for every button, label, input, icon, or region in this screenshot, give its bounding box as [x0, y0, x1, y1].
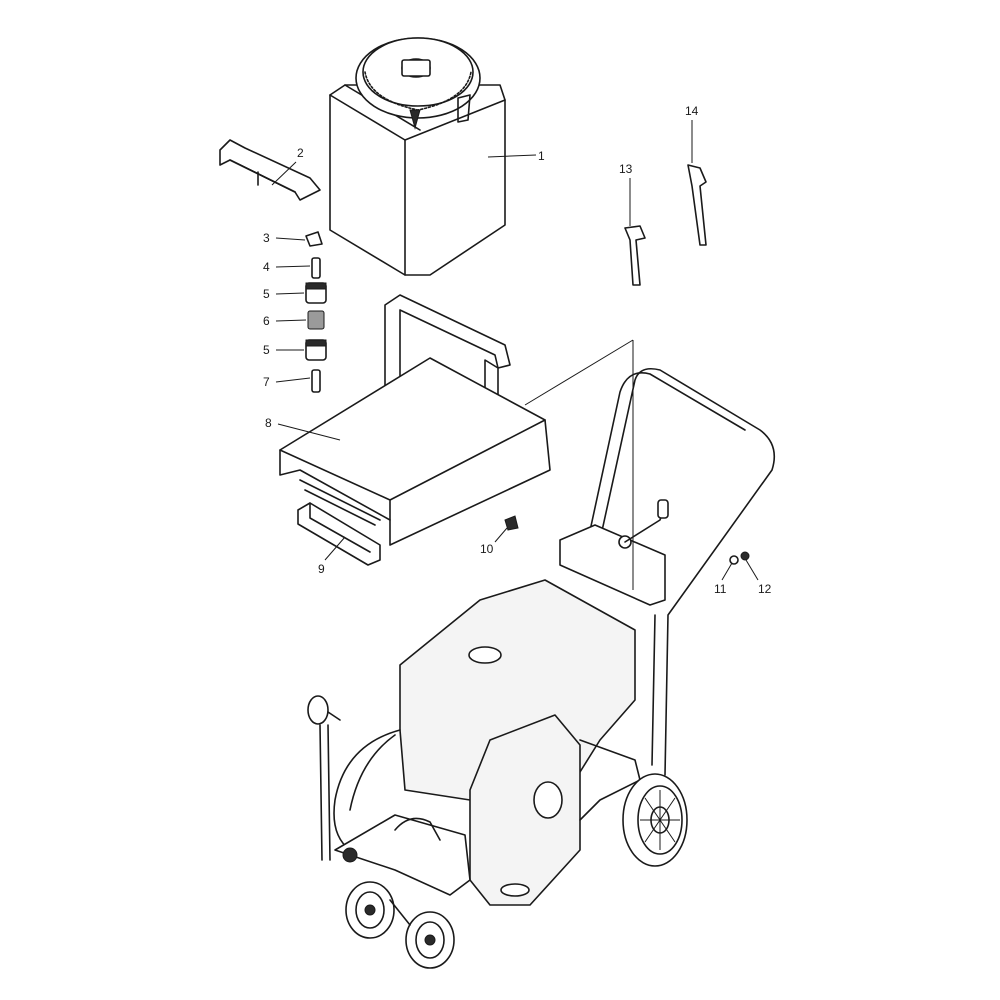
- front-wheel-left: [345, 881, 395, 939]
- depth-pointer: [307, 695, 341, 861]
- callout-2: 2: [297, 146, 304, 160]
- callout-11: 11: [714, 582, 727, 596]
- leader-lines: [271, 120, 759, 590]
- callout-9: 9: [318, 562, 325, 576]
- callout-3: 3: [263, 231, 270, 245]
- callout-8: 8: [265, 416, 272, 430]
- saw-frame: [559, 367, 776, 776]
- callout-numbers: 1 2 3 4 5 6 5 7 8 9 10 11 12 13 14: [263, 104, 772, 596]
- washer-and-nut: [729, 551, 750, 565]
- callout-1: 1: [538, 149, 545, 163]
- water-tank: [329, 37, 506, 276]
- callout-6: 6: [263, 314, 270, 328]
- callout-14: 14: [685, 104, 699, 118]
- callout-5-upper: 5: [263, 287, 270, 301]
- front-axle: [389, 899, 411, 926]
- callout-13: 13: [619, 162, 633, 176]
- engine-housing: [399, 579, 636, 906]
- rear-wheel: [622, 773, 688, 867]
- front-wheel-right: [405, 911, 455, 969]
- callout-10: 10: [480, 542, 494, 556]
- wrench-small: [624, 225, 646, 286]
- callout-5-lower: 5: [263, 343, 270, 357]
- callout-4: 4: [263, 260, 270, 274]
- callout-12: 12: [758, 582, 772, 596]
- wrench-large: [687, 164, 707, 246]
- screw: [504, 515, 519, 531]
- blade-guard: [333, 729, 401, 851]
- tank-bracket: [219, 139, 321, 201]
- valve-stack: [305, 231, 327, 393]
- blade-shroud-cover: [279, 357, 551, 546]
- callout-7: 7: [263, 375, 270, 389]
- guard-strip: [297, 502, 381, 566]
